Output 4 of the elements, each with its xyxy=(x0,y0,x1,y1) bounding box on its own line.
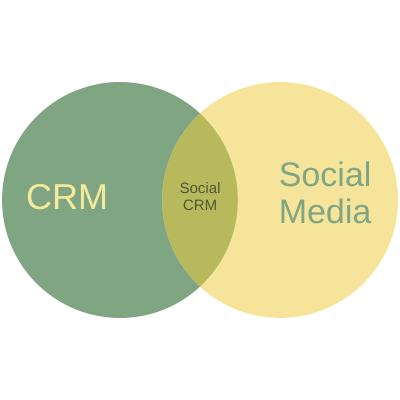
circle-label: Social CRM xyxy=(178,181,222,214)
overlap-region xyxy=(162,113,238,287)
circle-label: CRM xyxy=(25,177,109,217)
circle-label: Social Media xyxy=(278,157,372,232)
